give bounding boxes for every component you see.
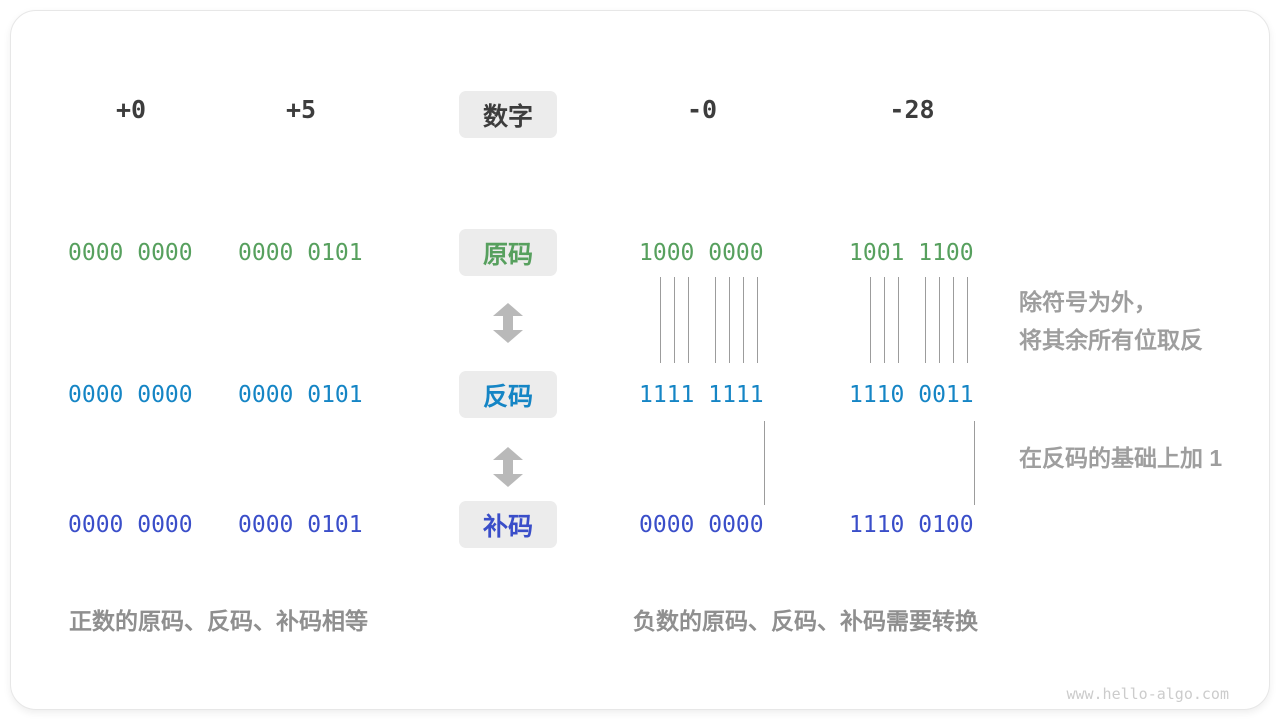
binary-value: 0000 0000 (68, 511, 193, 538)
caption-negative-numbers: 负数的原码、反码、补码需要转换 (633, 608, 978, 634)
binary-value: 1001 1100 (849, 239, 974, 266)
tick-lines-invert-neg-28 (849, 277, 979, 363)
row-twos-complement: 0000 0000 0000 0101 补码 0000 0000 1110 01… (11, 501, 1280, 548)
annotation-invert-bits: 除符号为外， 将其余所有位取反 (1019, 283, 1203, 359)
annotation-invert-line1: 除符号为外， (1019, 289, 1157, 315)
double-arrow-icon (493, 303, 523, 343)
binary-value: 1111 1111 (639, 381, 764, 408)
annotation-invert-line2: 将其余所有位取反 (1019, 327, 1203, 353)
header-positive-zero: +0 (115, 95, 147, 124)
header-number-label: 数字 (459, 91, 557, 138)
binary-value: 0000 0000 (639, 511, 764, 538)
tick-lines-invert-neg-zero (639, 277, 769, 363)
annotation-add-one: 在反码的基础上加 1 (1019, 445, 1223, 471)
binary-value: 0000 0000 (68, 381, 193, 408)
header-negative-twenty-eight: -28 (889, 95, 935, 124)
binary-value: 1110 0011 (849, 381, 974, 408)
tick-line-addone-neg-zero (639, 421, 769, 505)
binary-value: 0000 0000 (68, 239, 193, 266)
tick-line-addone-neg-28 (849, 421, 979, 505)
caption-positive-numbers: 正数的原码、反码、补码相等 (69, 608, 368, 634)
row-label-sign-magnitude: 原码 (459, 229, 557, 276)
row-label-ones-complement: 反码 (459, 371, 557, 418)
binary-value: 0000 0101 (238, 239, 363, 266)
figure-card: +0 +5 数字 -0 -28 0000 0000 0000 0101 原码 1… (10, 10, 1270, 710)
binary-value: 0000 0101 (238, 381, 363, 408)
row-ones-complement: 0000 0000 0000 0101 反码 1111 1111 1110 00… (11, 371, 1280, 418)
watermark-url: www.hello-algo.com (1066, 685, 1229, 703)
header-positive-five: +5 (285, 95, 317, 124)
header-negative-zero: -0 (686, 95, 718, 124)
double-arrow-icon (493, 447, 523, 487)
binary-value: 0000 0101 (238, 511, 363, 538)
row-label-twos-complement: 补码 (459, 501, 557, 548)
binary-value: 1110 0100 (849, 511, 974, 538)
binary-value: 1000 0000 (639, 239, 764, 266)
row-sign-magnitude: 0000 0000 0000 0101 原码 1000 0000 1001 11… (11, 229, 1280, 276)
